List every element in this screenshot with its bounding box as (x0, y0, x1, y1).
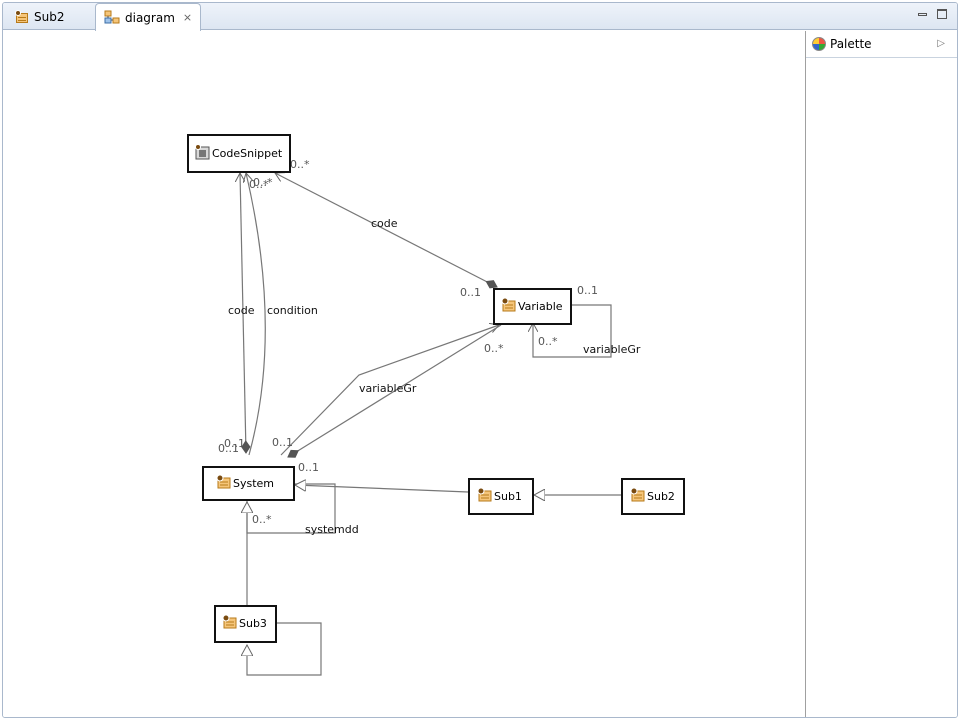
multiplicity-label: 0..1 (577, 284, 598, 297)
multiplicity-label: 0..* (253, 176, 273, 189)
palette-title: Palette (830, 37, 872, 51)
class-icon (477, 487, 492, 502)
assoc-code-top[interactable] (275, 173, 497, 287)
minimize-icon[interactable] (918, 13, 927, 16)
multiplicity-label: 0..1 (298, 461, 319, 474)
class-sub2[interactable]: Sub2 (621, 478, 685, 515)
role-label: condition (267, 304, 318, 317)
role-label: systemdd (305, 523, 359, 536)
editor-tab-bar: Sub2 diagram ⨯ (3, 3, 957, 31)
multiplicity-label: 0..* (538, 335, 558, 348)
gen-sub3-self[interactable] (247, 622, 322, 676)
assoc-variablegr-self[interactable] (533, 304, 612, 358)
multiplicity-label: 0..1 (224, 437, 245, 450)
role-label: code (371, 217, 398, 230)
class-name: Sub1 (494, 490, 522, 503)
class-codesnippet[interactable]: CodeSnippet (187, 134, 291, 173)
palette-header[interactable]: Palette ▷ (806, 31, 957, 58)
class-icon (630, 487, 645, 502)
diagram-icon (104, 10, 120, 24)
gen-sub1-system[interactable] (295, 485, 469, 493)
class-name: CodeSnippet (212, 147, 283, 160)
expand-right-icon[interactable]: ▷ (937, 38, 945, 49)
role-label: variableGr (359, 382, 417, 395)
close-icon[interactable]: ⨯ (182, 11, 193, 24)
class-sub1[interactable]: Sub1 (468, 478, 534, 515)
role-label: variableGr (583, 343, 641, 356)
class-icon (15, 9, 29, 24)
class-name: Sub2 (647, 490, 675, 503)
assoc-variablegr-sys[interactable] (280, 325, 499, 456)
class-name: Variable (518, 300, 563, 313)
tab-label: Sub2 (34, 9, 65, 24)
palette-icon (812, 37, 826, 51)
multiplicity-label: 0..1 (460, 286, 481, 299)
diagram-canvas[interactable]: 0..* 0..* 0..* 0..1 0..1 0..* 0..* 0..1 … (3, 31, 804, 717)
assoc-code-left[interactable] (240, 173, 246, 453)
multiplicity-label: 0..1 (218, 442, 239, 455)
multiplicity-label: 0..1 (272, 436, 293, 449)
assoc-condition[interactable] (246, 173, 266, 456)
class-name: System (233, 477, 274, 490)
multiplicity-label: 0..* (290, 158, 310, 171)
class-sub3[interactable]: Sub3 (214, 605, 277, 643)
tab-diagram[interactable]: diagram ⨯ (95, 3, 202, 31)
multiplicity-label: 0..* (252, 513, 272, 526)
connectors (240, 173, 622, 676)
class-name: Sub3 (239, 617, 267, 630)
class-icon (222, 614, 237, 629)
class-icon (216, 474, 231, 489)
maximize-icon[interactable] (937, 9, 947, 19)
multiplicity-label: 0..* (249, 178, 269, 191)
assoc-variablegr-sys-2[interactable] (287, 324, 502, 458)
tab-label: diagram (125, 10, 175, 25)
class-icon (501, 297, 516, 312)
tab-sub2[interactable]: Sub2 (7, 3, 72, 30)
role-label: code (228, 304, 255, 317)
multiplicity-label: 0..* (484, 342, 504, 355)
class-system[interactable]: System (202, 466, 295, 501)
code-snippet-icon (195, 144, 210, 160)
diagram-svg: 0..* 0..* 0..* 0..1 0..1 0..* 0..* 0..1 … (187, 134, 685, 676)
class-variable[interactable]: Variable (493, 288, 572, 325)
palette-panel: Palette ▷ (805, 31, 957, 717)
window-controls (918, 9, 947, 19)
